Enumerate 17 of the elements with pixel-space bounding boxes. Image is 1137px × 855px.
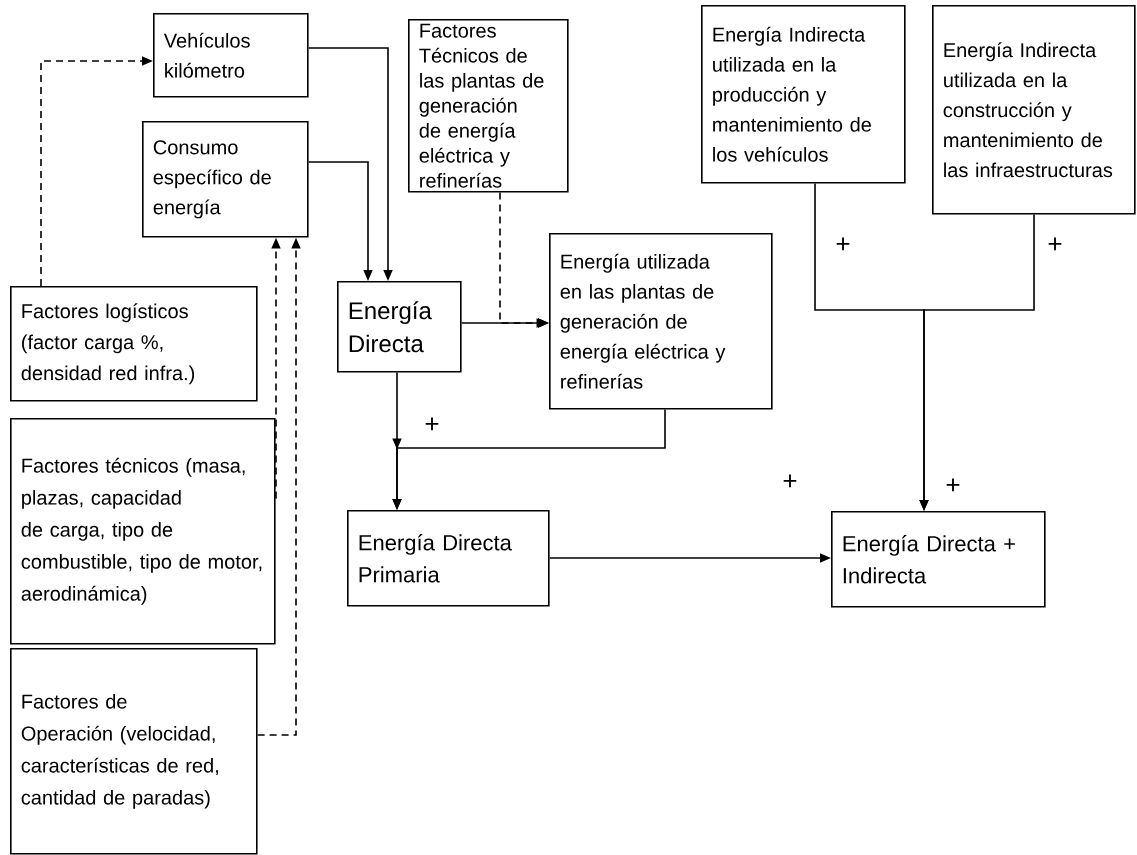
text-box: Energía Indirecta utilizada en la producción y mantenimiento de los vehículos — [701, 5, 906, 184]
edge-label: + — [781, 473, 799, 491]
text-box: Energía Directa — [337, 281, 462, 373]
edge-label: + — [423, 416, 441, 434]
text-box: Factores logísticos (factor carga %, densidad red infra.) — [10, 286, 258, 402]
text-box: Factores técnicos (masa, plazas, capacidad de carga, tipo de combustible, tipo de motor, aerodinámica) — [10, 418, 276, 645]
text-box: Energía Directa Primaria — [347, 510, 550, 607]
text-box: Consumo específico de energía — [142, 121, 309, 238]
text-box: Energía Directa + Indirecta — [831, 511, 1046, 608]
text-box: Energía utilizada en las plantas de generación de energía eléctrica y refinerías — [549, 233, 773, 410]
edge-label: + — [1046, 236, 1064, 254]
text-box: Factores de Operación (velocidad, características de red, cantidad de paradas) — [10, 648, 258, 855]
text-box: Energía Indirecta utilizada en la construcción y mantenimiento de las infraestructuras — [932, 5, 1136, 215]
text-box: Vehículos kilómetro — [153, 13, 309, 98]
text-box: Factores Técnicos de las plantas de generación de energía eléctrica y refinerías — [408, 19, 569, 193]
plus-sign: + — [944, 477, 962, 495]
edge-label: + — [834, 236, 852, 254]
